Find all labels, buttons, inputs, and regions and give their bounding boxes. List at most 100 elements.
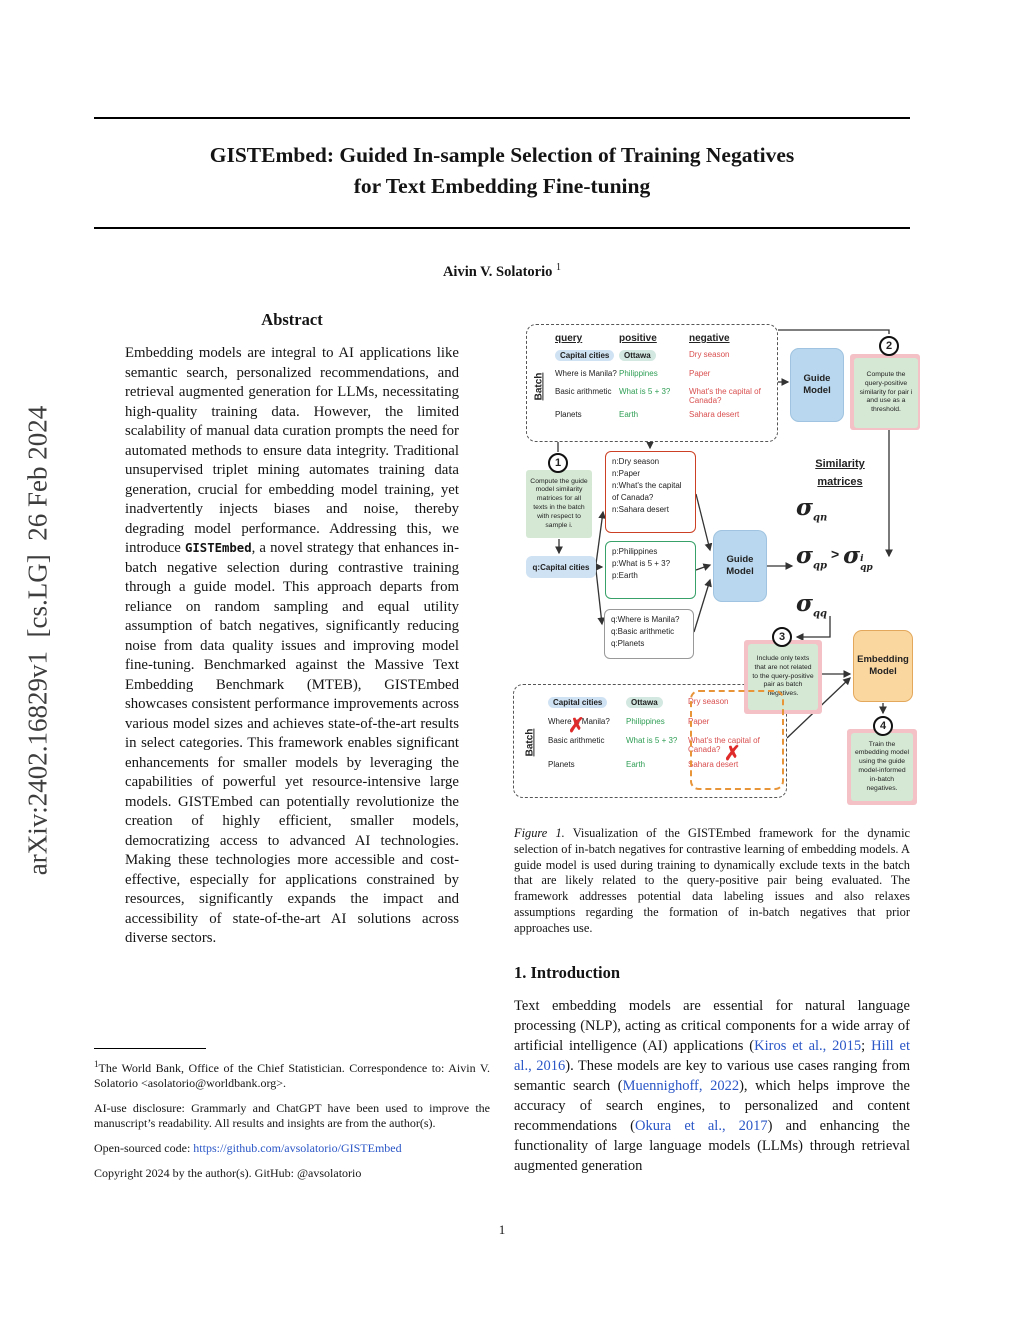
cell-positive: What is 5 + 3? — [619, 387, 671, 396]
cell-positive: Ottawa — [626, 697, 688, 708]
cell-positive: Ottawa — [619, 350, 689, 361]
cell-query: Capital cities — [555, 350, 619, 361]
negative-item: n:Paper — [612, 469, 641, 478]
step-2-badge: 2 — [879, 336, 899, 356]
header-positive: positive — [619, 333, 657, 344]
intro-text: ), which helps improve the accuracy of s… — [514, 1077, 910, 1134]
figure-1-diagram: Batch query positive negative Capital ci… — [510, 318, 920, 818]
highlighted-positive: Ottawa — [626, 697, 663, 708]
cell-positive: Earth — [619, 410, 639, 419]
cell-query: Planets — [555, 410, 582, 419]
author-name: Aivin V. Solatorio — [442, 263, 553, 280]
table-row: Capital cities Ottawa Dry season — [555, 350, 777, 361]
step-2-note: Compute the query-positive similarity fo… — [854, 358, 918, 428]
top-rule — [94, 117, 910, 119]
table-row: Basic arithmetic What is 5 + 3? What's t… — [548, 736, 786, 754]
sigma-qn-subscript: qn — [812, 512, 828, 524]
batch-label-top: Batch — [533, 372, 545, 401]
title-line-2: for Text Embedding Fine-tuning — [353, 174, 651, 198]
query-item: q:Basic arithmetic — [611, 627, 675, 636]
citation-link[interactable]: Muennighoff, 2022 — [622, 1077, 740, 1094]
introduction-paragraph: Text embedding models are essential for … — [514, 996, 910, 1176]
similarity-matrices-label: Similarity matrices — [798, 456, 882, 491]
cell-negative: Paper — [688, 717, 710, 726]
abstract-text-1: Embedding models are integral to AI appl… — [125, 345, 459, 556]
cell-positive: What is 5 + 3? — [626, 736, 678, 745]
cell-positive: Philippines — [626, 717, 665, 726]
ai-disclosure: AI-use disclosure: Grammarly and ChatGPT… — [94, 1101, 490, 1130]
citation-link[interactable]: Okura et al., 2017 — [635, 1117, 768, 1134]
title-rule — [94, 227, 910, 229]
sigma-glyph: σ — [796, 542, 813, 569]
title-line-1: GISTEmbed: Guided In-sample Selection of… — [209, 143, 795, 167]
positive-item: p:What is 5 + 3? — [612, 559, 671, 568]
intro-text: ; — [861, 1037, 872, 1054]
footnote-marker: 1 — [94, 1059, 99, 1069]
right-column: Batch query positive negative Capital ci… — [513, 318, 920, 1176]
negative-item: n:Dry season — [612, 457, 660, 466]
cell-query: Basic arithmetic — [548, 736, 605, 745]
sigma-qq: σqq — [796, 590, 827, 620]
section-heading-introduction: 1. Introduction — [514, 962, 621, 982]
excluded-cross-icon: ✗ — [568, 715, 585, 737]
copyright-line: Copyright 2024 by the author(s). GitHub:… — [94, 1166, 362, 1180]
step-4-badge: 4 — [873, 716, 893, 736]
open-source-line: Open-sourced code: https://github.com/av… — [94, 1141, 490, 1156]
cell-negative: Dry season — [688, 697, 729, 706]
table-row: Basic arithmetic What is 5 + 3? What's t… — [555, 387, 777, 405]
citation-link[interactable]: Hill et al., 2016 — [514, 1037, 910, 1074]
step-1-note: Compute the guide model similarity matri… — [526, 470, 592, 538]
cell-negative: Dry season — [689, 350, 730, 359]
table-row: Where is Manila? Philippines Paper — [548, 717, 786, 726]
cell-positive: Philippines — [619, 369, 658, 378]
positive-item: p:Earth — [612, 571, 638, 580]
left-column: Abstract Embedding models are integral t… — [94, 310, 490, 949]
queries-list-box: q:Where is Manila? q:Basic arithmetic q:… — [604, 609, 694, 659]
highlighted-query: Capital cities — [548, 697, 608, 708]
batch-box-top: Batch query positive negative Capital ci… — [526, 324, 778, 442]
embedding-model-box: Embedding Model — [853, 630, 913, 702]
header-query: query — [555, 333, 583, 344]
table-row: Planets Earth Sahara desert — [548, 760, 786, 769]
sigma-qp-subscript: qp — [812, 560, 827, 572]
table-row: Capital cities Ottawa Dry season — [548, 697, 786, 708]
sigma-glyph: σ — [843, 542, 861, 569]
batch-label-bottom: Batch — [524, 728, 536, 757]
guide-model-box-top: Guide Model — [790, 348, 844, 422]
abstract-paragraph: Embedding models are integral to AI appl… — [125, 344, 459, 949]
cell-query: Capital cities — [548, 697, 626, 708]
sigma-qp-subscript: qp — [860, 563, 873, 574]
cell-positive: Earth — [626, 760, 646, 769]
negative-item: n:What's the capital of Canada? — [612, 481, 682, 502]
header-negative: negative — [689, 333, 730, 344]
table-row: Planets Earth Sahara desert — [555, 410, 777, 419]
query-item: q:Where is Manila? — [611, 615, 680, 624]
negative-item: n:Sahara desert — [612, 505, 669, 514]
highlighted-query: Capital cities — [555, 350, 615, 361]
page-number: 1 — [498, 1222, 506, 1237]
figure-caption: Figure 1. Visualization of the GISTEmbed… — [514, 826, 910, 937]
author-affiliation-marker: 1 — [556, 262, 562, 273]
similarity-word: Similarity — [815, 458, 865, 470]
citation-link[interactable]: Kiros et al., 2015 — [754, 1037, 862, 1054]
figure-caption-text: Visualization of the GISTEmbed framework… — [514, 826, 911, 935]
intro-text: Text embedding models are essential for … — [514, 997, 910, 1054]
guide-model-box-middle: Guide Model — [713, 530, 767, 602]
cell-query-excluded: Where is Manila? — [548, 717, 610, 726]
sigma-qn: σqn — [796, 494, 827, 524]
cell-negative: What's the capital of Canada? — [689, 387, 761, 405]
cell-query: Where is Manila? — [555, 369, 617, 378]
excluded-cross-icon: ✗ — [724, 743, 741, 765]
cell-negative: Sahara desert — [689, 410, 740, 419]
author-line: Aivin V. Solatorio 1 — [94, 262, 910, 281]
table-row: Where is Manila? Philippines Paper — [555, 369, 777, 378]
gistembed-code-term: GISTEmbed — [184, 541, 252, 555]
matrices-word: matrices — [817, 475, 863, 488]
intro-text: ). These models are key to various use c… — [514, 1057, 911, 1094]
paper-title: GISTEmbed: Guided In-sample Selection of… — [94, 140, 910, 202]
abstract-text-2: , a novel strategy that enhances in-batc… — [125, 540, 460, 946]
github-repo-link[interactable]: https://github.com/avsolatorio/GISTEmbed — [193, 1141, 402, 1155]
affiliation-text: The World Bank, Office of the Chief Stat… — [94, 1061, 490, 1090]
